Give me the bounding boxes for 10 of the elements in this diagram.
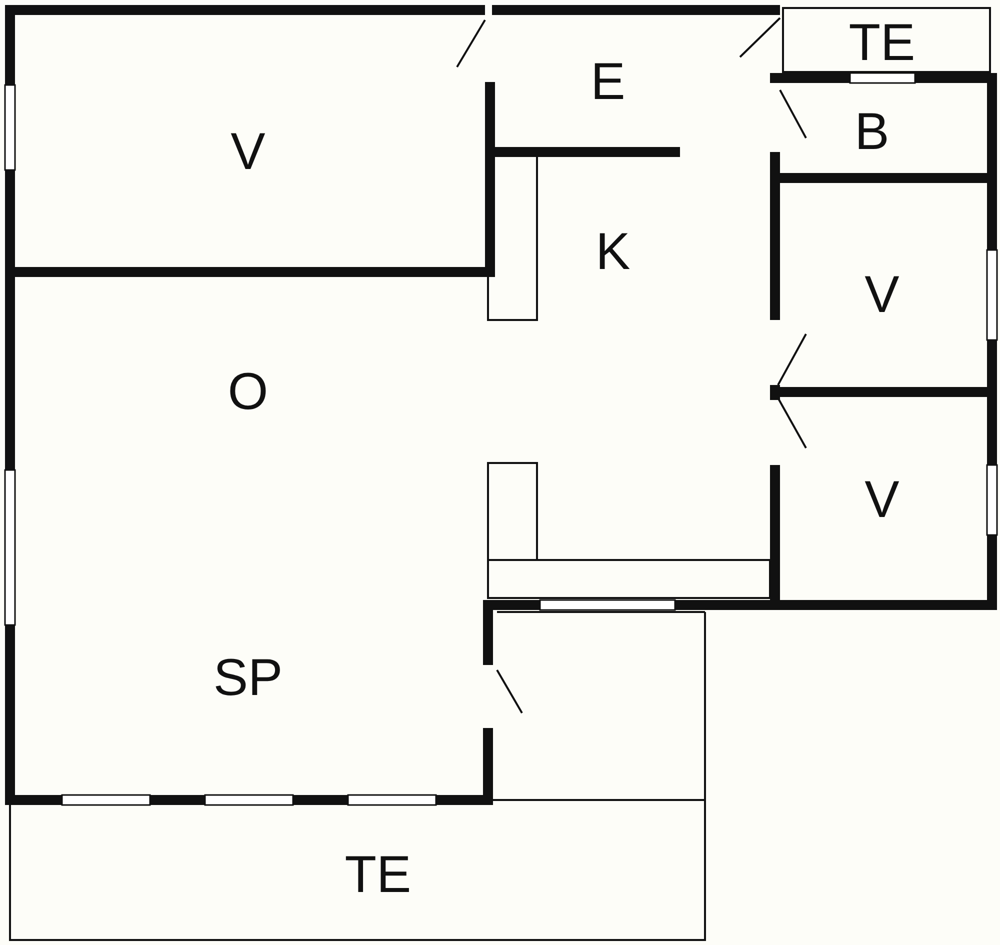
room-label: TE: [848, 17, 916, 69]
room-label: K: [596, 226, 630, 278]
room-label: O: [228, 366, 268, 418]
room-label: V: [864, 474, 900, 526]
room-label: B: [854, 106, 890, 158]
room-label: SP: [213, 652, 283, 704]
room-label: V: [230, 126, 266, 178]
room-label: E: [590, 56, 626, 108]
room-label: V: [864, 269, 900, 321]
room-label: TE: [344, 849, 412, 901]
